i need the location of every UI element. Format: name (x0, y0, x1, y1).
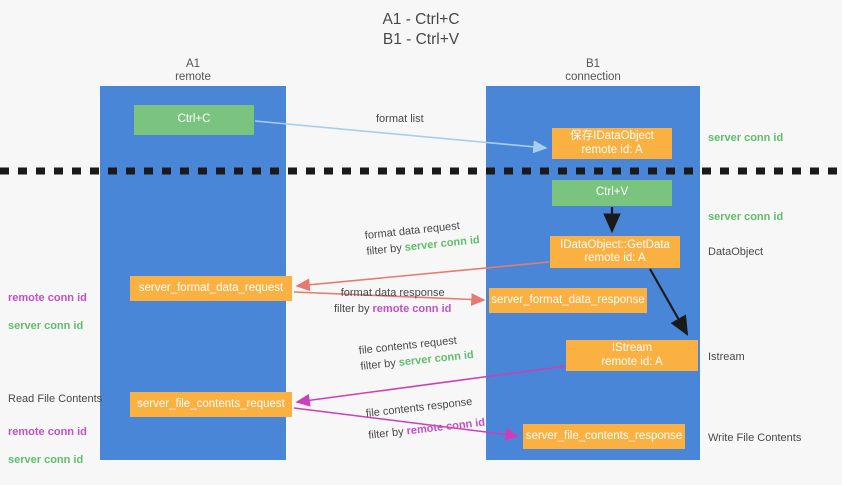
box-getdata-line1: IDataObject::GetData (560, 238, 670, 251)
left-label-remote-conn-id-1: remote conn id (8, 292, 87, 304)
right-label-server-conn-id-top: server conn id (708, 132, 784, 144)
right-label-server-conn-id-mid: server conn id (708, 211, 784, 223)
box-server-format-data-request[interactable]: server_format_data_request (130, 276, 292, 301)
left-label-server-conn-id-1: server conn id (8, 320, 84, 332)
box-getdata-line2: remote id: A (584, 252, 646, 264)
arrow-label-format-data-response: format data response filter by remote co… (334, 285, 451, 317)
left-label-remote-conn-id-2: remote conn id (8, 426, 87, 438)
arrow-label-file-contents-response: file contents response filter by remote … (365, 393, 486, 444)
box-idataobject-getdata[interactable]: IDataObject::GetData remote id: A (550, 236, 680, 268)
box-server-format-data-response-label: server_format_data_response (491, 293, 645, 306)
box-idataobject-line1: 保存IDataObject (570, 130, 654, 142)
left-label-read-file-contents: Read File Contents (8, 393, 103, 405)
filter-prefix: filter by (334, 303, 373, 315)
right-label-write-file-contents: Write File Contents (708, 432, 802, 444)
box-server-file-contents-request-label: server_file_contents_request (137, 397, 285, 410)
box-server-file-contents-response[interactable]: server_file_contents_response (523, 424, 685, 449)
left-label-server-conn-id-2: server conn id (8, 454, 84, 466)
left-label-conn-ids-top: remote conn id server conn id (8, 277, 87, 347)
box-istream[interactable]: IStream remote id: A (566, 340, 698, 371)
lane-header-a1: A1 remote (175, 58, 211, 83)
box-ctrl-c-label: Ctrl+C (177, 113, 211, 126)
filter-value-remote-conn-id: remote conn id (372, 303, 452, 315)
filter-prefix: filter by (365, 241, 406, 258)
right-label-istream: Istream (708, 351, 745, 363)
filter-prefix: filter by (367, 425, 408, 442)
arrow-label-format-data-request: format data request filter by server con… (364, 216, 480, 260)
box-idataobject[interactable]: 保存IDataObject remote id: A (552, 128, 672, 159)
box-server-format-data-request-label: server_format_data_request (138, 281, 284, 294)
diagram-title: A1 - Ctrl+C B1 - Ctrl+V (382, 11, 460, 48)
box-ctrl-v[interactable]: Ctrl+V (552, 180, 672, 206)
box-ctrl-v-label: Ctrl+V (595, 186, 629, 199)
box-istream-line1: IStream (611, 342, 653, 354)
arrow-label-format-list: format list (376, 113, 424, 125)
box-idataobject-line2: remote id: A (581, 143, 643, 156)
filter-value-remote-conn-id: remote conn id (405, 416, 486, 438)
box-istream-line2: remote id: A (601, 355, 663, 368)
box-server-file-contents-response-label: server_file_contents_response (525, 429, 683, 442)
arrow-label-format-data-response-line1: format data response (340, 287, 445, 299)
arrow-label-file-contents-request: file contents request filter by server c… (358, 331, 474, 375)
left-label-conn-ids-bottom: remote conn id server conn id (8, 411, 87, 481)
box-ctrl-c[interactable]: Ctrl+C (134, 105, 254, 135)
lane-header-b1: B1 connection (565, 58, 621, 83)
box-server-file-contents-request[interactable]: server_file_contents_request (130, 392, 292, 417)
right-label-dataobject: DataObject (708, 246, 764, 258)
arrow-label-format-data-response-filter: filter by remote conn id (334, 301, 451, 317)
box-server-format-data-response[interactable]: server_format_data_response (489, 288, 647, 313)
filter-prefix: filter by (359, 356, 400, 373)
